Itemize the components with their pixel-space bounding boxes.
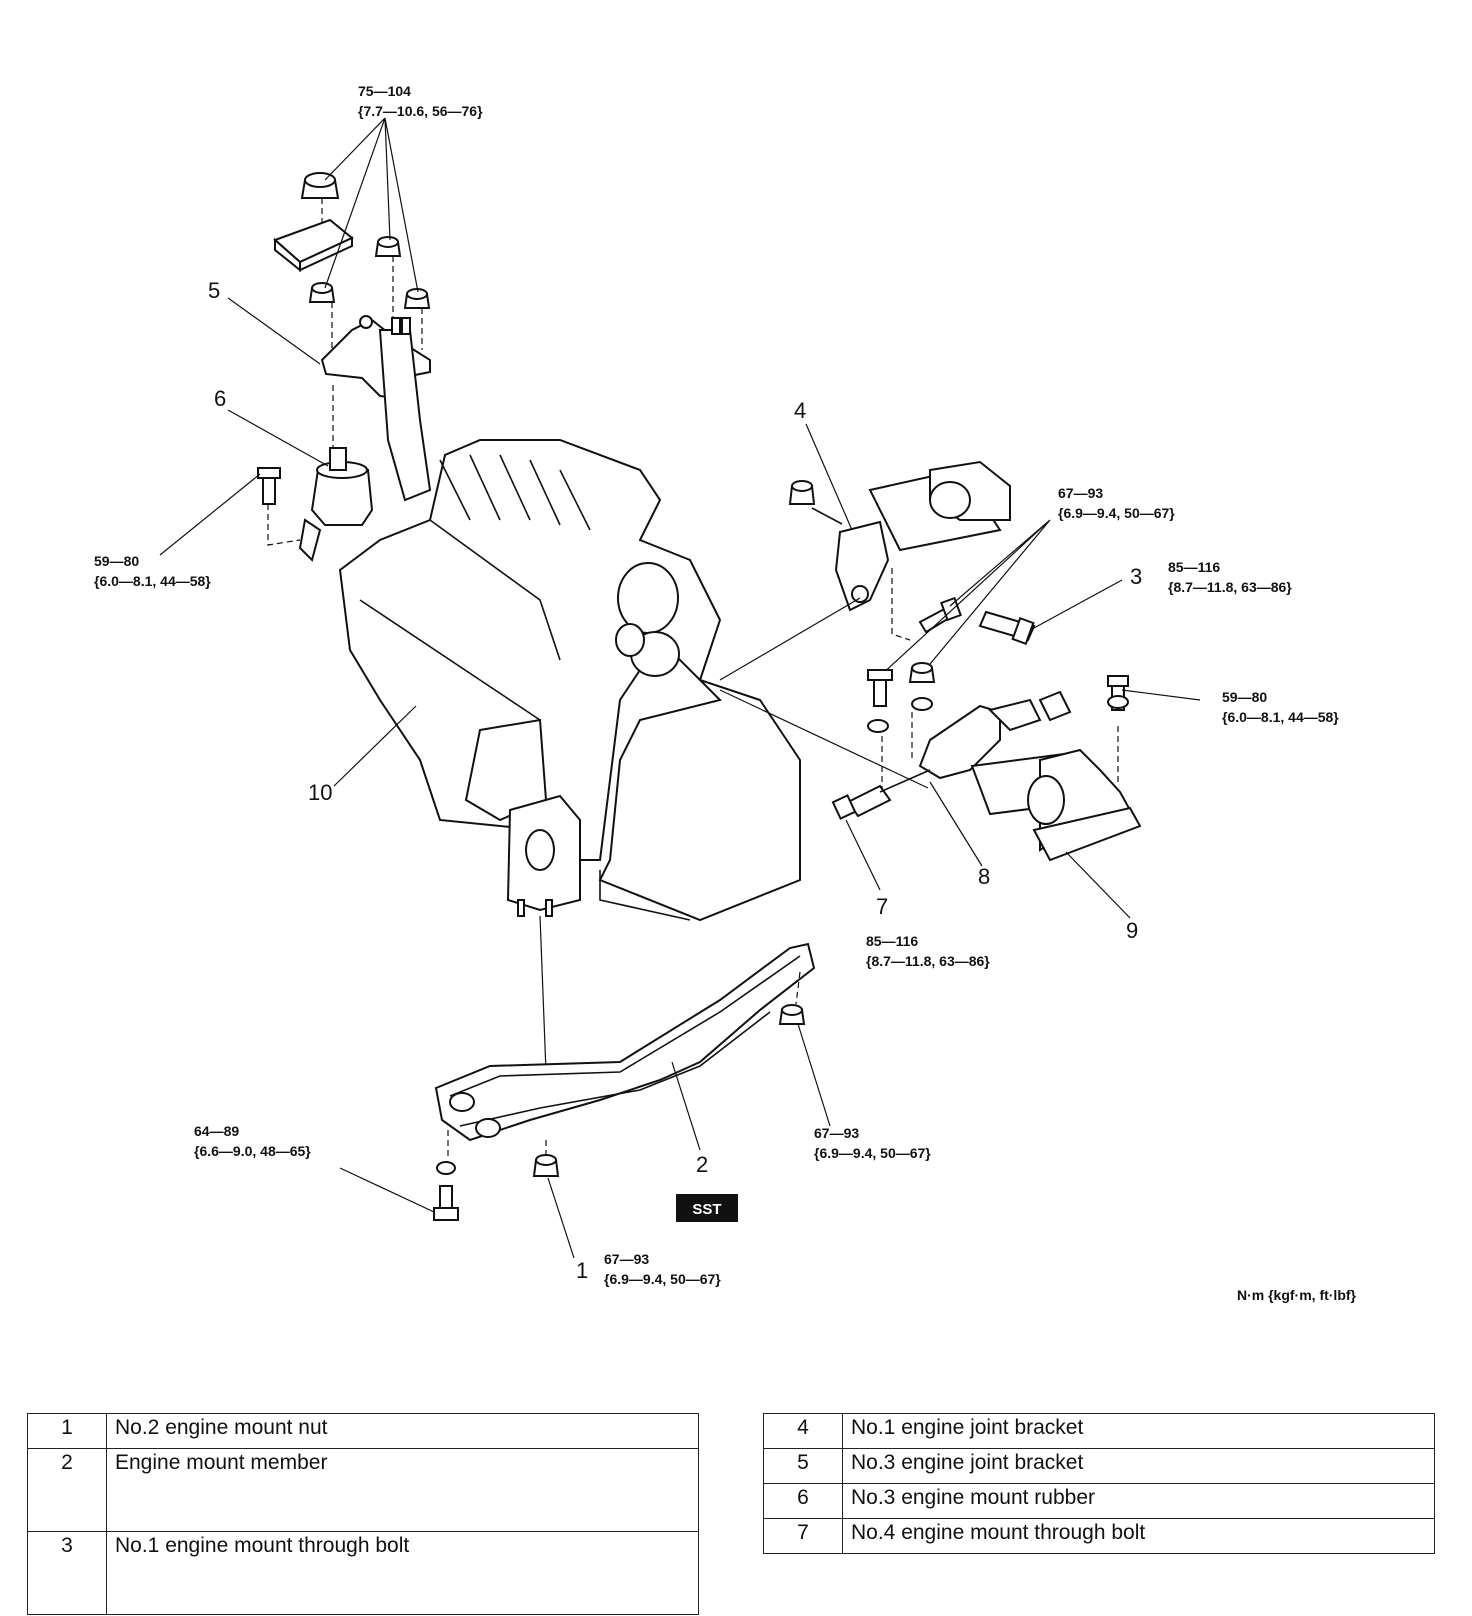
callout-6: 6 [214, 386, 226, 411]
legend-part-name: No.1 engine mount through bolt [106, 1531, 699, 1615]
torque-spec-low: 64—89 {6.6—9.0, 48—65} [194, 1123, 311, 1159]
no4-engine-mount-through-bolt [831, 769, 931, 820]
legend-num: 3 [27, 1531, 107, 1615]
no3-mount-bolt [257, 467, 281, 505]
engine-mount-exploded-diagram: 75—104 {7.7—10.6, 56—76} 59—80 {6.0—8.1,… [94, 83, 1357, 1303]
svg-text:64—89: 64—89 [194, 1123, 239, 1139]
legend-num: 4 [763, 1413, 843, 1449]
member-nut-right [778, 1004, 806, 1025]
callout-9: 9 [1126, 918, 1138, 943]
parts-legend-left: 1 No.2 engine mount nut 2 Engine mount m… [27, 1413, 699, 1615]
legend-row: 7 No.4 engine mount through bolt [763, 1518, 1435, 1554]
legend-part-name: No.3 engine mount rubber [842, 1483, 1435, 1519]
svg-text:75—104: 75—104 [358, 83, 411, 99]
legend-num: 1 [27, 1413, 107, 1449]
callout-7: 7 [876, 894, 888, 919]
member-bolt-lower [433, 1161, 459, 1221]
no1-mount-rubber-upper [868, 460, 1011, 552]
torque-spec-member: 67—93 {6.9—9.4, 50—67} [814, 1125, 931, 1161]
svg-text:{7.7—10.6, 56—76}: {7.7—10.6, 56—76} [358, 103, 483, 119]
engine-side-bracket [506, 794, 581, 917]
svg-text:67—93: 67—93 [814, 1125, 859, 1141]
legend-row: 2 Engine mount member [27, 1448, 699, 1532]
callout-10: 10 [308, 780, 332, 805]
top-mount-nut-2 [374, 236, 402, 257]
legend-num: 5 [763, 1448, 843, 1484]
lower-right-mount-bolt [1107, 675, 1129, 711]
torque-units-note: N·m {kgf·m, ft·lbf} [1237, 1287, 1357, 1303]
callout-8: 8 [978, 864, 990, 889]
legend-part-name: No.3 engine joint bracket [842, 1448, 1435, 1484]
svg-text:{6.6—9.0, 48—65}: {6.6—9.0, 48—65} [194, 1143, 311, 1159]
no3-engine-mount-rubber [298, 447, 374, 562]
legend-part-name: Engine mount member [106, 1448, 699, 1532]
callout-4: 4 [794, 398, 806, 423]
svg-text:85—116: 85—116 [1168, 559, 1220, 575]
svg-text:{6.9—9.4, 50—67}: {6.9—9.4, 50—67} [814, 1145, 931, 1161]
engine-mount-member [434, 942, 816, 1142]
mount-nut-lower-b [908, 662, 936, 683]
svg-text:67—93: 67—93 [1058, 485, 1103, 501]
legend-part-name: No.4 engine mount through bolt [842, 1518, 1435, 1554]
top-mount-block [273, 218, 354, 273]
top-mount-nut [300, 172, 340, 199]
legend-row: 1 No.2 engine mount nut [27, 1413, 699, 1449]
no2-engine-mount-nut [532, 1154, 560, 1177]
engine-block [338, 317, 801, 922]
parts-legend-right: 4 No.1 engine joint bracket 5 No.3 engin… [763, 1413, 1435, 1554]
torque-spec-bolt3: 85—116 {8.7—11.8, 63—86} [1168, 559, 1292, 595]
svg-text:85—116: 85—116 [866, 933, 918, 949]
svg-text:{6.9—9.4, 50—67}: {6.9—9.4, 50—67} [1058, 505, 1175, 521]
callout-2: 2 [696, 1152, 708, 1177]
joint-bracket-nut [788, 480, 816, 505]
torque-spec-joint: 67—93 {6.9—9.4, 50—67} [1058, 485, 1175, 521]
torque-spec-top: 75—104 {7.7—10.6, 56—76} [358, 83, 483, 119]
svg-text:{8.7—11.8, 63—86}: {8.7—11.8, 63—86} [1168, 579, 1292, 595]
svg-text:{8.7—11.8, 63—86}: {8.7—11.8, 63—86} [866, 953, 990, 969]
legend-row: 3 No.1 engine mount through bolt [27, 1531, 699, 1615]
legend-part-name: No.1 engine joint bracket [842, 1413, 1435, 1449]
legend-part-name: No.2 engine mount nut [106, 1413, 699, 1449]
svg-text:SST: SST [692, 1201, 721, 1218]
legend-row: 5 No.3 engine joint bracket [763, 1448, 1435, 1484]
torque-spec-nut1: 67—93 {6.9—9.4, 50—67} [604, 1251, 721, 1287]
legend-row: 4 No.1 engine joint bracket [763, 1413, 1435, 1449]
mount-bolt-lower-a [867, 669, 893, 707]
svg-text:59—80: 59—80 [94, 553, 139, 569]
callout-1: 1 [576, 1258, 588, 1283]
legend-row: 6 No.3 engine mount rubber [763, 1483, 1435, 1519]
no1-engine-joint-bracket [834, 520, 890, 612]
svg-text:59—80: 59—80 [1222, 689, 1267, 705]
no1-engine-mount-through-bolt [978, 610, 1036, 646]
callout-5: 5 [208, 278, 220, 303]
washer-a [867, 719, 889, 733]
top-mount-nut-4 [403, 288, 431, 309]
torque-spec-left: 59—80 {6.0—8.1, 44—58} [94, 553, 211, 589]
washer-b [911, 697, 933, 711]
legend-num: 2 [27, 1448, 107, 1532]
legend-num: 6 [763, 1483, 843, 1519]
lower-mount-bracket [918, 690, 1072, 780]
svg-text:{6.0—8.1, 44—58}: {6.0—8.1, 44—58} [1222, 709, 1339, 725]
joint-bracket-bolt [918, 596, 962, 634]
svg-text:{6.0—8.1, 44—58}: {6.0—8.1, 44—58} [94, 573, 211, 589]
svg-text:{6.9—9.4, 50—67}: {6.9—9.4, 50—67} [604, 1271, 721, 1287]
svg-text:67—93: 67—93 [604, 1251, 649, 1267]
callout-3: 3 [1130, 564, 1142, 589]
top-mount-nut-3 [308, 282, 336, 303]
legend-num: 7 [763, 1518, 843, 1554]
torque-spec-bolt7: 85—116 {8.7—11.8, 63—86} [866, 933, 990, 969]
sst-badge: SST [676, 1194, 738, 1222]
torque-spec-right: 59—80 {6.0—8.1, 44—58} [1222, 689, 1339, 725]
no1-engine-mount-rubber-lower [970, 748, 1142, 862]
